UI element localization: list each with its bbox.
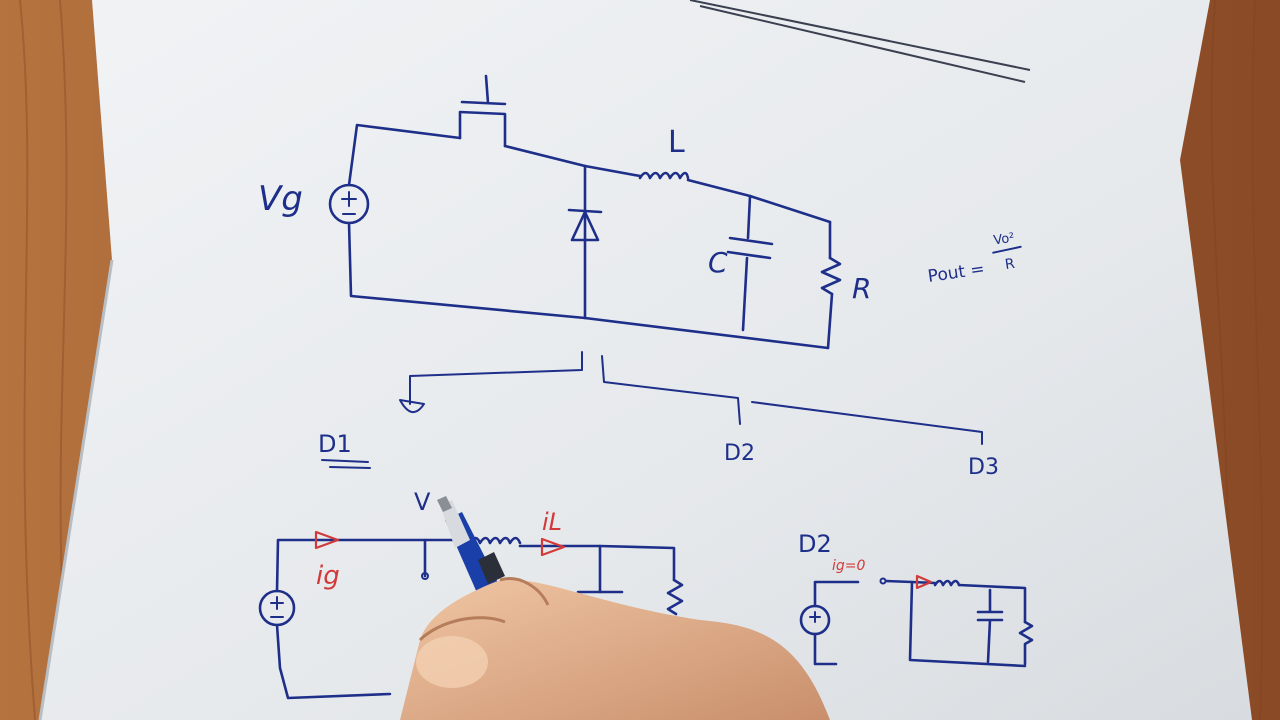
il-label: iL xyxy=(542,508,562,536)
branch-d3-label: D3 xyxy=(968,455,999,480)
ig-arrow-icon xyxy=(314,530,340,550)
capacitor-icon xyxy=(726,236,774,260)
page-ruling xyxy=(689,0,1031,83)
buck-converter-circuit: Vg L C R Pout = Vo² R xyxy=(258,74,1022,350)
inductor-label: L xyxy=(668,125,685,160)
branch-d2-label: D2 xyxy=(724,441,755,466)
d2-arrow-icon xyxy=(915,574,933,590)
branch-d1-label: D1 xyxy=(318,430,352,458)
resistor-icon xyxy=(820,256,842,296)
mosfet-switch-icon xyxy=(458,74,507,148)
source-label: Vg xyxy=(258,179,303,219)
d2-subcircuit: D2 ig=0 xyxy=(798,530,1034,668)
capacitor-label: C xyxy=(708,246,728,279)
d1-subcircuit: V ig iL xyxy=(258,488,684,700)
svg-text:Vo²: Vo² xyxy=(993,231,1016,249)
il-arrow-icon xyxy=(540,537,566,557)
node-v-label: V xyxy=(414,488,431,516)
ig-label: ig xyxy=(316,561,340,591)
hand-fingers xyxy=(400,579,830,720)
resistor-label: R xyxy=(852,272,871,305)
d2-ig-label: ig=0 xyxy=(832,558,866,574)
inductor-icon xyxy=(638,171,690,180)
mode-branches: D1 D2 D3 xyxy=(318,351,999,480)
d2-title: D2 xyxy=(798,530,832,558)
hand-holding-pen xyxy=(400,496,830,720)
svg-text:R: R xyxy=(1004,256,1016,273)
diode-icon xyxy=(567,208,603,242)
paper-fold-shadow xyxy=(38,259,114,720)
